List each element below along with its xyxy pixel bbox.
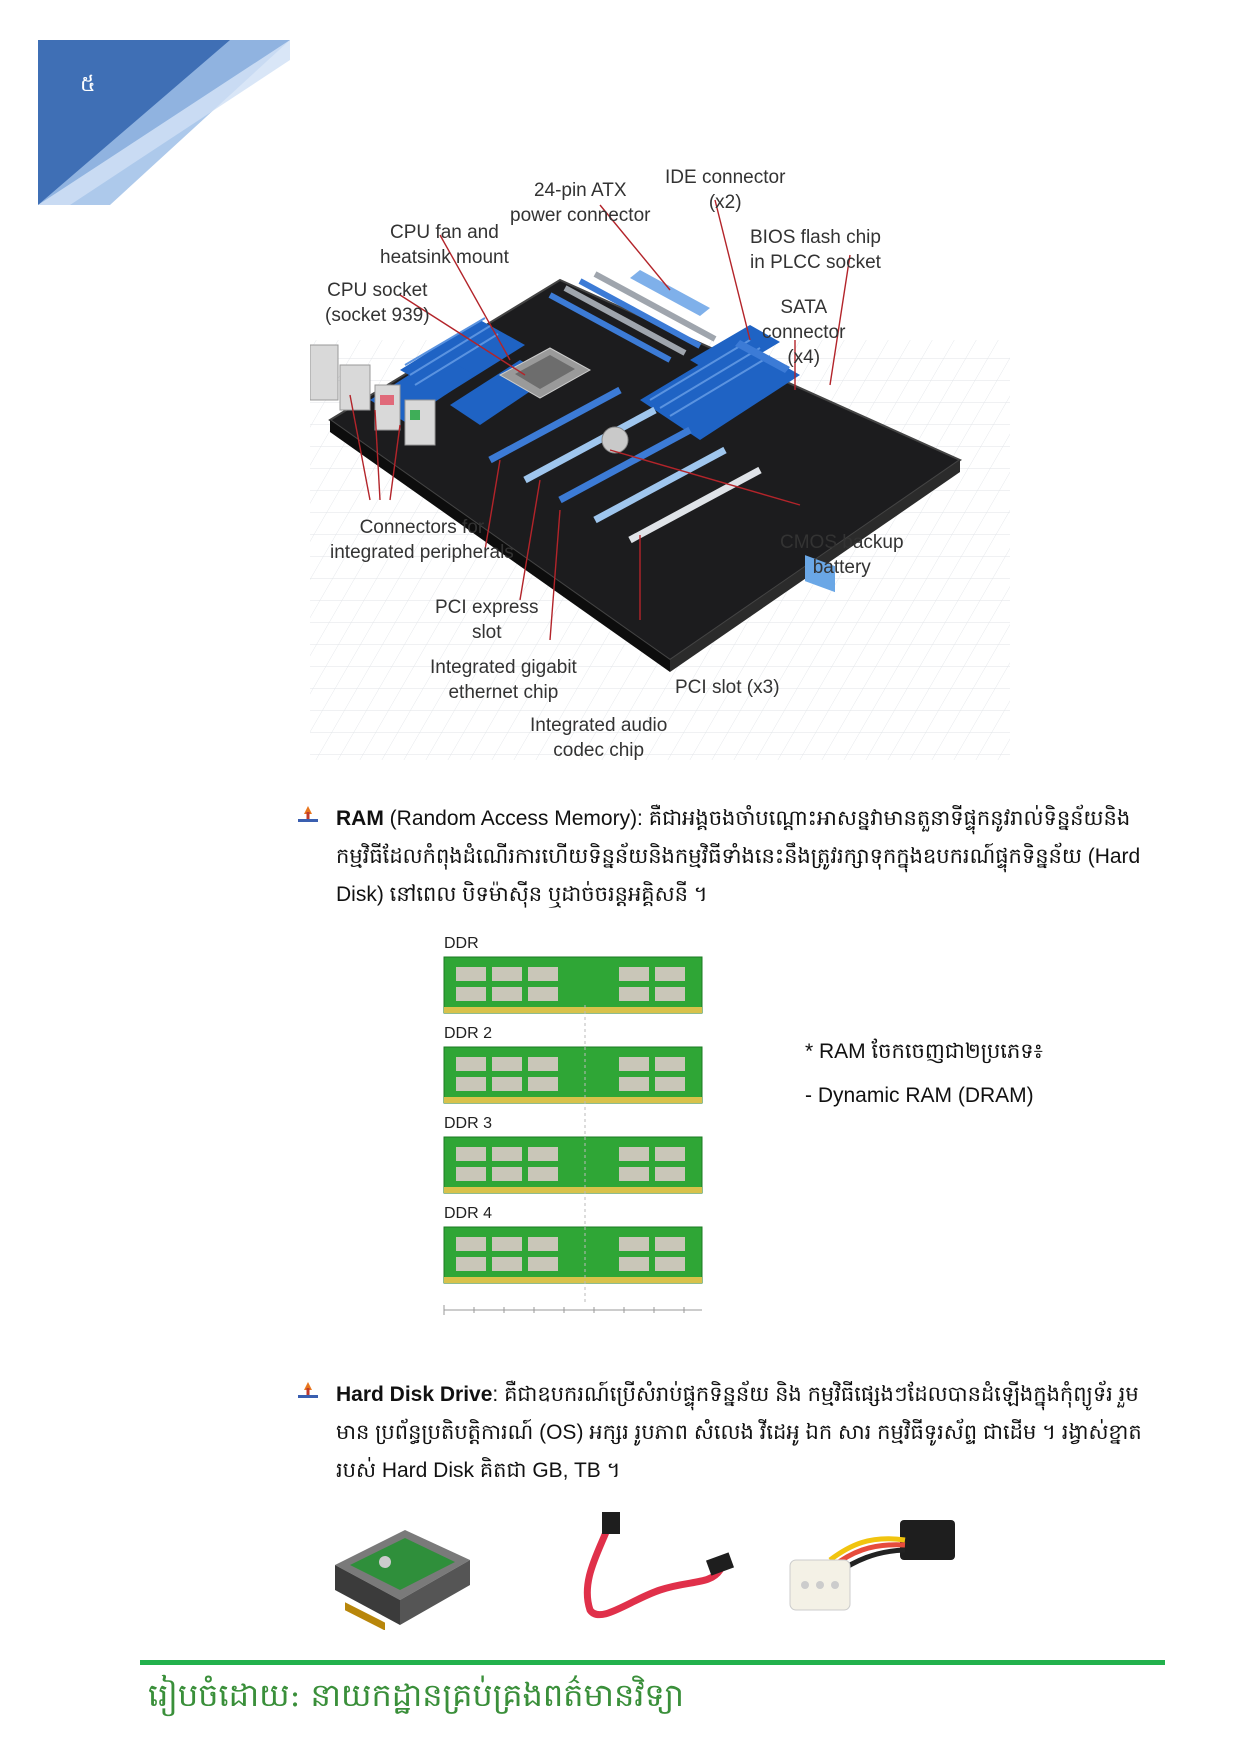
ram-types-title: * RAM ចែកចេញជា២ប្រភេទ៖ <box>805 1040 1043 1063</box>
arrow-bullet-icon <box>298 1382 318 1398</box>
corner-decoration <box>38 40 290 205</box>
label-pci-slot: PCI slot (x3) <box>675 677 780 698</box>
label-cpu-fan: CPU fan and heatsink mount <box>380 222 509 268</box>
label-ethernet-chip: Integrated gigabit ethernet chip <box>430 657 577 703</box>
ram-description: គឺជាអង្គចងចាំបណ្តោះអាសន្នវាមានតួនាទីផ្ទុ… <box>336 807 1141 906</box>
hdd-description: : គឺជាឧបករណ៍ប្រើសំរាប់ផ្ទុកទិន្នន័យ និង … <box>336 1383 1142 1482</box>
ram-term: RAM <box>336 807 384 830</box>
label-bios-chip: BIOS flash chip in PLCC socket <box>750 227 881 273</box>
ram-module-label: DDR 4 <box>444 1205 493 1222</box>
ram-modules-illustration <box>443 956 703 1315</box>
ram-module-label: DDR 3 <box>444 1115 493 1132</box>
label-peripheral-connectors: Connectors for integrated peripherals <box>330 517 514 563</box>
label-ide-connector: IDE connector (x2) <box>665 167 786 213</box>
label-sata-connector: SATA connector (x4) <box>762 297 846 368</box>
hdd-paragraph: Hard Disk Drive: គឺជាឧបករណ៍ប្រើសំរាប់ផ្ទ… <box>298 1376 1158 1490</box>
label-pcie-slot: PCI express slot <box>435 597 539 643</box>
motherboard-figure: 24-pin ATX power connector IDE connector… <box>309 160 1010 780</box>
footer-credit: រៀបចំដោយ: នាយកដ្ឋានគ្រប់គ្រងពត៌មានវិទ្យា <box>148 1676 684 1714</box>
page-number: ៥ <box>80 72 96 97</box>
footer-divider <box>140 1660 1165 1665</box>
ram-module-label: DDR <box>444 935 479 952</box>
label-audio-chip: Integrated audio codec chip <box>530 715 668 761</box>
ram-module-label: DDR 2 <box>444 1025 493 1042</box>
motherboard-illustration <box>309 199 1010 760</box>
ram-fullname: (Random Access Memory): <box>383 807 649 830</box>
sata-cable-image <box>583 1512 735 1619</box>
ram-paragraph: RAM (Random Access Memory): គឺជាអង្គចងចា… <box>298 800 1158 914</box>
ram-modules-figure: DDR DDR 2 DDR 3 DDR 4 <box>440 935 710 1335</box>
ram-type-dram: - Dynamic RAM (DRAM) <box>805 1084 1034 1107</box>
label-cmos-battery: CMOS backup battery <box>780 532 904 578</box>
label-atx-connector: 24-pin ATX power connector <box>510 180 651 226</box>
arrow-bullet-icon <box>298 806 318 822</box>
hdd-term: Hard Disk Drive <box>336 1383 493 1406</box>
label-cpu-socket: CPU socket (socket 939) <box>325 280 430 326</box>
hard-disk-image <box>335 1530 470 1630</box>
power-adapter-cable-image <box>789 1520 955 1611</box>
